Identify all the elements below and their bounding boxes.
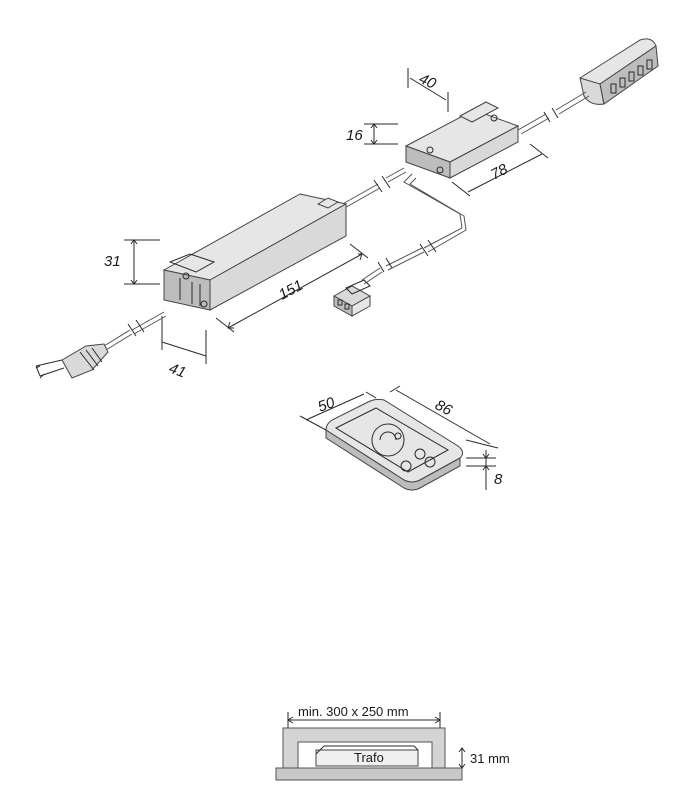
euro-plug [35, 343, 109, 379]
dimension-16-label: 16 [346, 127, 363, 144]
distributor-box [579, 38, 659, 105]
dimension-40-label: 40 [416, 70, 439, 93]
output-lead [361, 173, 467, 285]
mains-cable [103, 311, 167, 351]
base-panel [275, 767, 463, 781]
dimension-41-label: 41 [167, 360, 188, 382]
min-area-label: min. 300 x 250 mm [298, 704, 409, 719]
plug-connector [332, 279, 372, 317]
dimension-86-label: 86 [432, 397, 455, 420]
dimension-8-label: 8 [494, 471, 503, 488]
height-label: 31 mm [470, 751, 510, 766]
device-label: Trafo [354, 750, 384, 765]
remote-control [325, 398, 464, 491]
dimension-50-label: 50 [316, 394, 338, 416]
dimension-31-transformer: 31 [104, 239, 160, 285]
trafo-device: Trafo [315, 745, 419, 767]
transformer-housing [162, 193, 348, 311]
dimension-31-label: 31 [104, 253, 121, 270]
dimension-86: 86 [389, 385, 499, 449]
dimension-78-label: 78 [488, 160, 511, 183]
distributor-cable [517, 91, 590, 135]
controller-box [404, 101, 520, 179]
dimension-16: 16 [346, 123, 398, 145]
dimension-41: 41 [161, 316, 207, 382]
dimension-50: 50 [299, 391, 377, 431]
dimension-40: 40 [407, 68, 449, 112]
dimension-78: 78 [451, 143, 549, 197]
installation-diagram: min. 300 x 250 mm Trafo 31 mm [275, 704, 510, 781]
dimension-8: 8 [466, 450, 503, 490]
